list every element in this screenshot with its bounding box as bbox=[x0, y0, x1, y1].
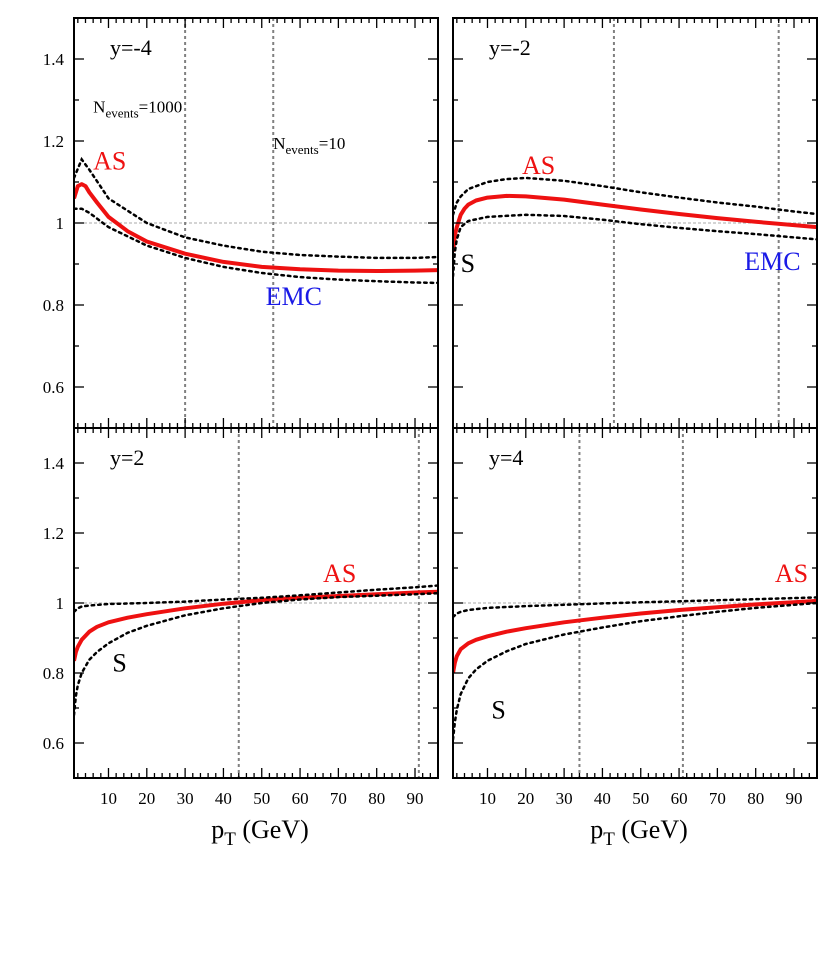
annotation-as: AS bbox=[323, 559, 356, 588]
annotation-s: S bbox=[112, 648, 126, 677]
x-axis-title-unit: (GeV) bbox=[236, 815, 309, 844]
annotation-n-events: Nevents=10 bbox=[273, 134, 345, 157]
x-tick-label: 30 bbox=[177, 789, 194, 808]
x-tick-label: 20 bbox=[517, 789, 534, 808]
y-tick-label: 0.6 bbox=[43, 378, 64, 397]
y-tick-label: 1.2 bbox=[43, 132, 64, 151]
panel-rapidity-label: y=4 bbox=[489, 445, 523, 470]
x-tick-label: 40 bbox=[594, 789, 611, 808]
x-axis-title-unit: (GeV) bbox=[615, 815, 688, 844]
annotation-as: AS bbox=[93, 147, 126, 176]
panel-rapidity-label: y=2 bbox=[110, 445, 144, 470]
upper-band-curve bbox=[74, 156, 438, 260]
annotation-s: S bbox=[491, 696, 505, 725]
x-tick-label: 80 bbox=[368, 789, 385, 808]
x-tick-label: 80 bbox=[747, 789, 764, 808]
y-tick-label: 1.4 bbox=[43, 454, 65, 473]
series-group bbox=[74, 584, 438, 717]
panel-y=4: 10 20 30 40 50 60 70 80 90 y=4AS S bbox=[452, 427, 818, 808]
x-axis-title: pT (GeV) bbox=[590, 815, 688, 850]
lower-band-curve bbox=[453, 601, 817, 741]
y-tick-label: 0.8 bbox=[43, 664, 64, 683]
central-curve bbox=[453, 598, 817, 674]
y-tick-label: 1 bbox=[56, 214, 65, 233]
y-tick-label: 1.4 bbox=[43, 50, 65, 69]
x-tick-label: 90 bbox=[407, 789, 424, 808]
x-tick-label: 10 bbox=[100, 789, 117, 808]
lower-band-curve bbox=[74, 591, 438, 717]
x-tick-label: 70 bbox=[330, 789, 347, 808]
x-tick-label: 30 bbox=[556, 789, 573, 808]
series-group bbox=[74, 156, 438, 285]
annotation-n-events: Nevents=1000 bbox=[93, 97, 182, 120]
lower-band-curve bbox=[74, 207, 438, 285]
x-tick-label: 50 bbox=[632, 789, 649, 808]
annotation-as: AS bbox=[522, 151, 555, 180]
panel-y=2: 0.6 0.8 1 1.2 1.4 10 20 30 40 50 60 70 80 90 y=2AS S bbox=[43, 427, 439, 808]
n-events-main: N bbox=[93, 97, 105, 116]
y-tick-label: 0.6 bbox=[43, 734, 64, 753]
x-tick-label: 60 bbox=[292, 789, 309, 808]
x-tick-label: 50 bbox=[253, 789, 270, 808]
series-group bbox=[453, 596, 817, 741]
central-curve bbox=[453, 193, 817, 252]
x-tick-label: 60 bbox=[671, 789, 688, 808]
panel-y=-2: y=-2AS S EMC bbox=[452, 17, 818, 429]
panel-rapidity-label: y=-4 bbox=[110, 35, 152, 60]
n-events-value: =1000 bbox=[139, 97, 183, 116]
annotation-as: AS bbox=[775, 559, 808, 588]
n-events-main: N bbox=[273, 134, 285, 153]
upper-band-curve bbox=[453, 176, 817, 217]
upper-band-curve bbox=[74, 584, 438, 614]
central-curve bbox=[74, 182, 438, 273]
y-tick-label: 1.2 bbox=[43, 524, 64, 543]
x-axis-title-main: p bbox=[590, 815, 603, 844]
x-axis-titles: pT (GeV)pT (GeV) bbox=[211, 815, 688, 850]
x-tick-label: 40 bbox=[215, 789, 232, 808]
x-tick-label: 20 bbox=[138, 789, 155, 808]
x-axis-title-subscript: T bbox=[224, 829, 236, 850]
y-tick-label: 0.8 bbox=[43, 296, 64, 315]
n-events-subscript: events bbox=[105, 105, 138, 120]
series-group bbox=[453, 176, 817, 278]
x-axis-title: pT (GeV) bbox=[211, 815, 309, 850]
annotation-emc: EMC bbox=[744, 247, 800, 276]
x-axis-title-main: p bbox=[211, 815, 224, 844]
y-tick-label: 1 bbox=[56, 594, 65, 613]
annotation-emc: EMC bbox=[266, 282, 322, 311]
x-axis-title-subscript: T bbox=[603, 829, 615, 850]
n-events-value: =10 bbox=[319, 134, 346, 153]
annotation-s: S bbox=[461, 249, 475, 278]
n-events-subscript: events bbox=[286, 142, 319, 157]
upper-band-curve bbox=[453, 596, 817, 619]
lower-band-curve bbox=[453, 213, 817, 278]
x-tick-label: 10 bbox=[479, 789, 496, 808]
panel-rapidity-label: y=-2 bbox=[489, 35, 531, 60]
central-curve bbox=[74, 589, 438, 662]
x-tick-label: 70 bbox=[709, 789, 726, 808]
x-tick-label: 90 bbox=[786, 789, 803, 808]
